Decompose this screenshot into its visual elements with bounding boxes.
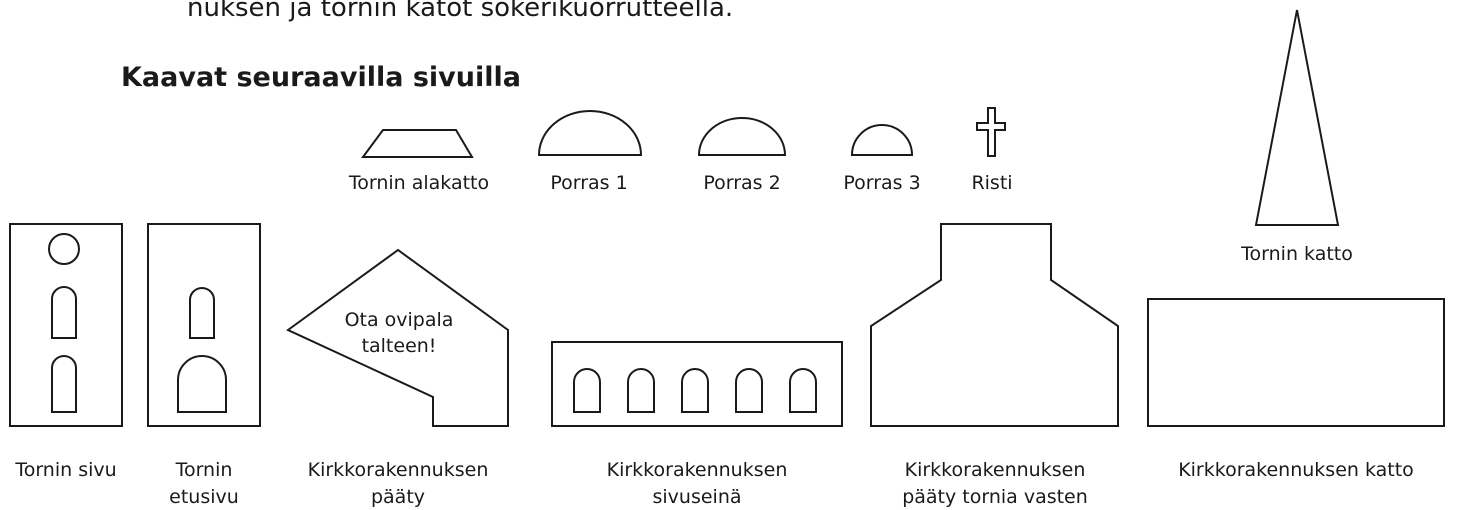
- door-note-line2: talteen!: [362, 335, 437, 357]
- cross-shape: [976, 107, 1006, 157]
- step-2-label: Porras 2: [703, 172, 780, 194]
- church-side-wall-label-line1: Kirkkorakennuksen: [607, 459, 788, 481]
- tower-lower-roof-shape: [361, 129, 474, 158]
- tower-lower-roof-label: Tornin alakatto: [348, 172, 489, 194]
- tower-side-piece: Tornin sivu: [9, 223, 123, 481]
- church-roof-piece: Kirkkorakennuksen katto: [1147, 298, 1445, 481]
- step-1-label: Porras 1: [550, 172, 627, 194]
- cross-label: Risti: [971, 172, 1012, 194]
- tower-side-label: Tornin sivu: [14, 459, 116, 481]
- step-2-piece: Porras 2: [697, 117, 787, 194]
- tower-lower-roof-piece: Tornin alakatto: [348, 129, 489, 194]
- step-2-shape: [697, 117, 787, 156]
- step-1-shape: [537, 110, 643, 156]
- church-side-wall-piece: Kirkkorakennuksen sivuseinä: [551, 341, 843, 508]
- cross-piece: Risti: [971, 107, 1013, 194]
- tower-front-label-line2: etusivu: [169, 486, 239, 508]
- tower-front-shape: [147, 223, 261, 427]
- church-gable-shape: [286, 248, 509, 427]
- intro-text: nuksen ja tornin katot sokerikuorrutteel…: [187, 0, 734, 23]
- side-wall-window-3: [681, 368, 709, 413]
- side-wall-window-5: [789, 368, 817, 413]
- tower-roof-label: Tornin katto: [1240, 243, 1353, 265]
- tower-front-window: [189, 287, 215, 339]
- tower-roof-piece: Tornin katto: [1240, 9, 1353, 265]
- side-wall-window-4: [735, 368, 763, 413]
- tower-side-round-window: [48, 233, 80, 265]
- church-roof-shape: [1147, 298, 1445, 427]
- step-3-piece: Porras 3: [843, 124, 921, 194]
- step-3-label: Porras 3: [843, 172, 920, 194]
- tower-side-window-upper: [51, 286, 77, 339]
- tower-side-shape: [9, 223, 123, 427]
- church-gable-label-line1: Kirkkorakennuksen: [308, 459, 489, 481]
- church-side-wall-label-line2: sivuseinä: [652, 486, 741, 508]
- side-wall-window-2: [627, 368, 655, 413]
- church-side-wall-shape: [551, 341, 843, 427]
- church-gable-piece: Ota ovipala talteen! Kirkkorakennuksen p…: [286, 248, 509, 508]
- step-1-piece: Porras 1: [537, 110, 643, 194]
- church-gable-tower-piece: Kirkkorakennuksen pääty tornia vasten: [870, 223, 1119, 508]
- church-gable-tower-shape: [870, 223, 1119, 427]
- section-heading: Kaavat seuraavilla sivuilla: [121, 62, 521, 93]
- church-gable-tower-label-line2: pääty tornia vasten: [902, 486, 1088, 508]
- tower-front-piece: Tornin etusivu: [147, 223, 261, 508]
- church-gable-label-line2: pääty: [371, 486, 425, 508]
- tower-side-window-lower: [51, 355, 77, 413]
- church-gable-tower-label-line1: Kirkkorakennuksen: [905, 459, 1086, 481]
- church-roof-label: Kirkkorakennuksen katto: [1178, 459, 1414, 481]
- door-note-line1: Ota ovipala: [345, 309, 454, 331]
- side-wall-window-1: [573, 368, 601, 413]
- tower-roof-shape: [1254, 9, 1340, 226]
- tower-front-door: [177, 355, 227, 413]
- step-3-shape: [850, 124, 914, 156]
- tower-front-label-line1: Tornin: [175, 459, 233, 481]
